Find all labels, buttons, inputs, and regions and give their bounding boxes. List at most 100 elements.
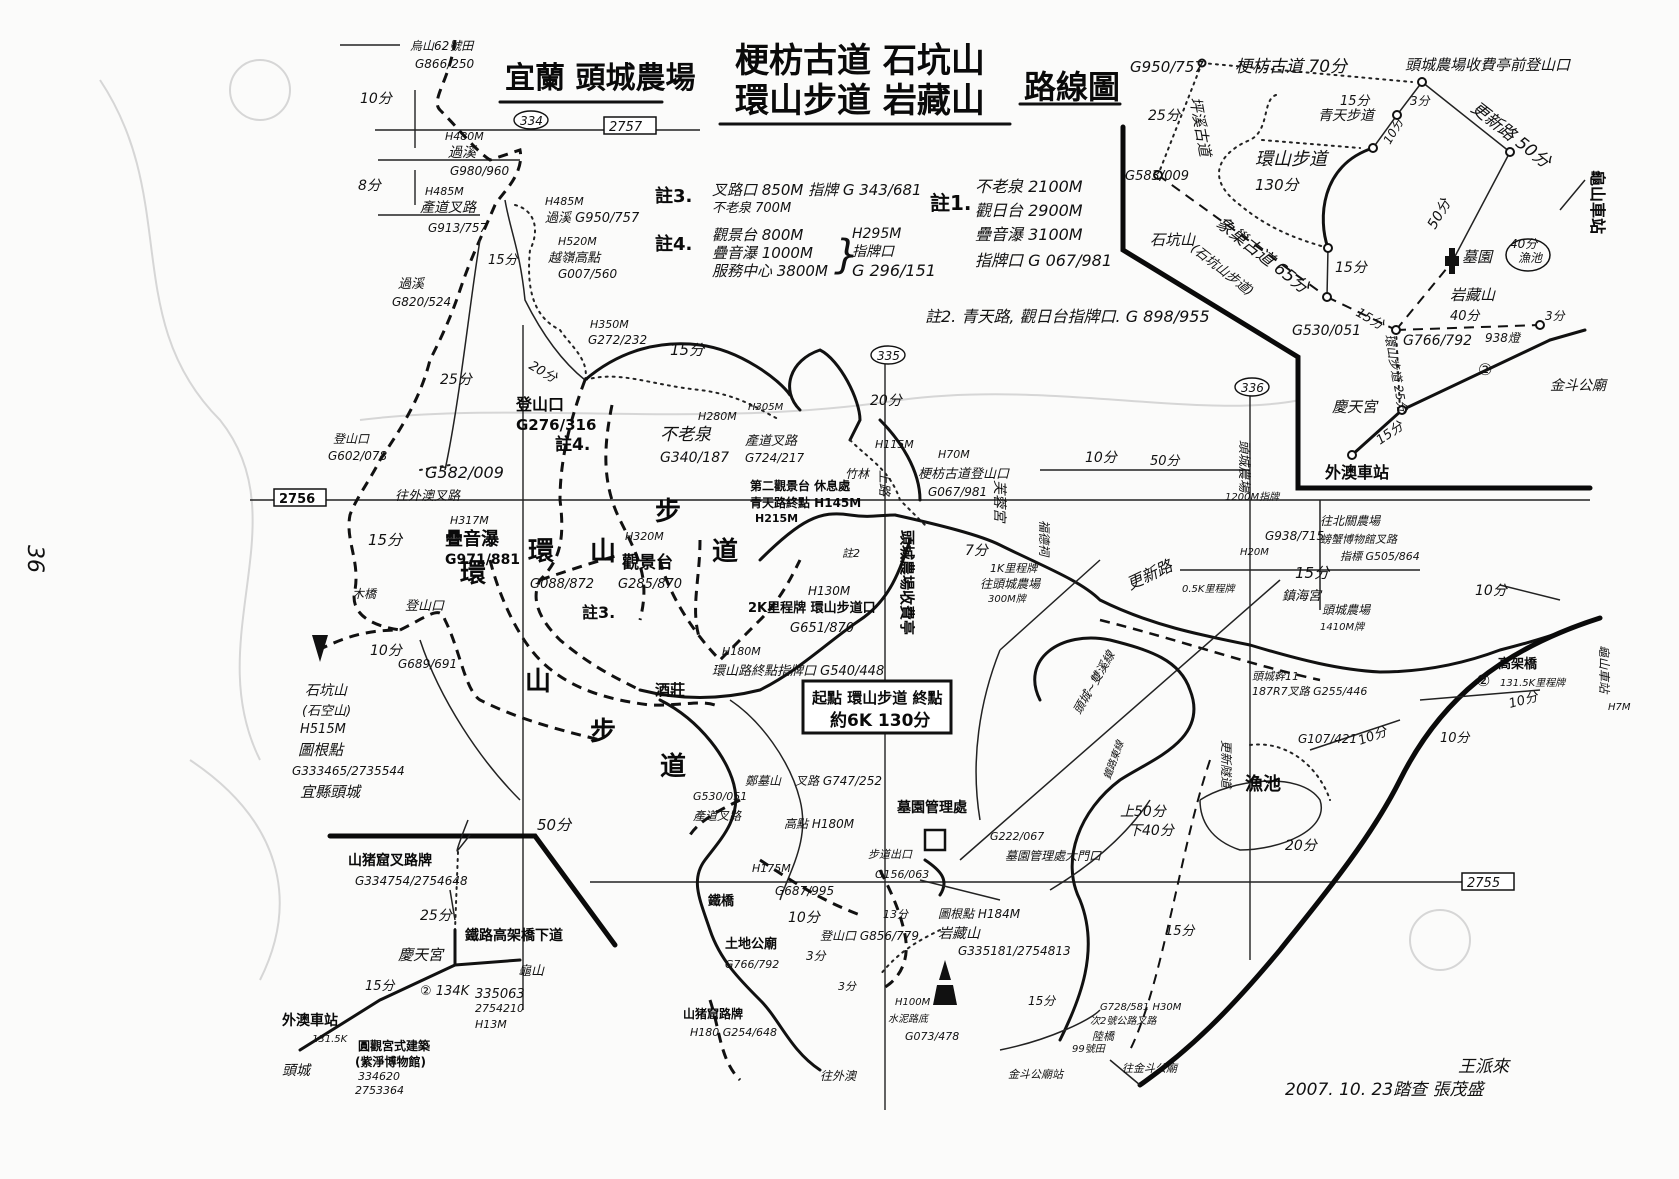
map-label-m61: 不老泉 — [660, 425, 712, 445]
grid-ref-box-2755 — [1461, 872, 1515, 891]
inset-label-i11: 15分 — [1340, 94, 1371, 109]
map-label-m86: 觀景台 — [622, 552, 673, 573]
grid-ref-2755: 2755 — [1467, 876, 1500, 891]
note4-line2: 疊音瀑 1000M — [712, 244, 813, 262]
map-label-m167: G728/581 H30M — [1100, 1002, 1182, 1013]
map-label-m126: 墓園管理處大門口 — [1005, 849, 1102, 863]
map-label-m149: 頭城幹11 — [1252, 670, 1299, 683]
map-label-m154: 龜山車站 — [1597, 645, 1611, 695]
route-summary-box: 起點 環山步道 終點 約6K 130分 — [801, 679, 953, 735]
inset-label-i28: ② — [1478, 360, 1492, 379]
map-label-m67: 20分 — [870, 393, 904, 409]
map-label-m50: 131.5K — [312, 1034, 349, 1045]
inset-label-i23: 50分 — [1425, 195, 1456, 232]
map-label-m9: 產道叉路 — [420, 200, 477, 216]
map-label-m85: H320M — [625, 530, 664, 543]
map-label-m106: 環山路終點指牌口 G540/448 — [712, 664, 884, 679]
map-label-m128: 岩藏山 — [938, 926, 981, 942]
inset-label-i24: 岩藏山 — [1450, 286, 1496, 304]
map-label-m30: 木橋 — [352, 587, 378, 601]
inset-routes — [1153, 58, 1587, 460]
map-label-m40: 50分 — [537, 816, 573, 834]
map-label-m57: 334620 — [358, 1070, 400, 1083]
map-label-m3: 10分 — [360, 91, 394, 107]
map-label-m8: H485M — [425, 185, 464, 198]
map-label-m101: 環 — [460, 559, 487, 589]
inset-label-i25: 40分 — [1450, 309, 1481, 324]
map-label-m21: G272/232 — [588, 333, 647, 347]
map-label-m56: (紫淨博物館) — [355, 1054, 426, 1069]
map-label-m44: 鐵路高架橋下道 — [465, 927, 563, 944]
map-label-m43: 25分 — [420, 908, 454, 924]
map-label-m82: 疊音瀑 — [445, 528, 500, 550]
summary-line1: 起點 環山步道 終點 — [811, 689, 942, 707]
note1-line2: 觀日台 2900M — [975, 201, 1083, 220]
map-label-m96: 往頭城農場 — [980, 577, 1042, 591]
map-label-m80: 道 — [712, 536, 738, 567]
map-label-m66: G724/217 — [745, 451, 805, 465]
summary-line2: 約6K 130分 — [830, 710, 930, 731]
map-label-m108: 鄭墓山 — [745, 774, 782, 788]
map-label-m114: G687/995 — [775, 884, 834, 898]
surveyor-name: 王派來 — [1458, 1057, 1511, 1077]
map-label-m71: H70M — [938, 448, 970, 461]
inset-label-i4: 更新路 50分 — [1467, 98, 1556, 174]
grid-ref-336: 336 — [1241, 381, 1264, 395]
note4-right2: 指牌口 — [852, 244, 895, 260]
map-label-m12: 過溪 G950/757 — [545, 211, 640, 226]
map-label-m84: G088/872 — [530, 577, 594, 592]
map-label-m39: 宜縣頭城 — [300, 783, 362, 801]
map-label-m60: H280M — [698, 410, 737, 423]
map-label-m77: 環 — [528, 537, 555, 567]
map-label-m13: H520M — [558, 235, 597, 248]
map-label-m107: 酒莊 — [655, 681, 685, 699]
note1-line4: 指牌口 G 067/981 — [975, 251, 1112, 270]
inset-frame — [1120, 124, 1593, 491]
map-label-m47: ② 134K — [420, 984, 471, 999]
grid-ref-oval-334 — [513, 110, 549, 130]
map-label-m93: 頭城農場收費亭 — [898, 530, 916, 635]
map-label-m132: G073/478 — [905, 1030, 959, 1043]
map-label-m41: 山猪窟叉路牌 — [348, 852, 432, 869]
map-label-m79: 步 — [655, 496, 681, 527]
inset-label-i31: 龜山車站 — [1588, 170, 1607, 234]
map-label-m95: 1K里程牌 — [990, 562, 1039, 575]
map-label-m170: 99號田 — [1072, 1043, 1106, 1055]
map-label-m120: 登山口 G856/779 — [820, 929, 919, 943]
map-label-m35: (石空山) — [302, 704, 351, 719]
map-label-m169: 陸橋 — [1092, 1030, 1116, 1043]
inset-label-i2: 梗枋古道 70分 — [1235, 57, 1349, 77]
map-label-m165: 頭城~雙溪線 — [1070, 647, 1118, 716]
map-label-m87: G285/870 — [618, 577, 682, 592]
map-label-m19: 25分 — [440, 372, 474, 388]
map-label-m29: 15分 — [368, 531, 404, 549]
map-label-m17: 過溪 — [398, 277, 426, 292]
map-label-m68: 竹林 — [845, 467, 871, 481]
map-label-m162: 上50分 — [1120, 804, 1168, 820]
map-label-m143: 螃蟹博物館叉路 — [1320, 533, 1398, 546]
map-label-m140: G938/715 — [1265, 529, 1324, 543]
map-label-m31: 登山口 — [405, 599, 445, 614]
map-label-m136: 10分 — [1085, 450, 1119, 466]
grid-ref-oval-335 — [870, 345, 906, 365]
map-label-m20: H350M — [590, 318, 629, 331]
map-label-m175: 10分 — [1440, 731, 1471, 746]
note4-label: 註4. — [655, 233, 692, 255]
map-label-m58: 2753364 — [355, 1084, 404, 1097]
map-label-m150: 187R7叉路 G255/446 — [1252, 685, 1367, 698]
map-label-m166: 鐵路東線 — [1102, 738, 1127, 781]
inset-label-i15: 象巢古道 65分 — [1212, 213, 1314, 299]
map-label-m152: 高架橋 — [1498, 656, 1538, 672]
map-label-m55: 圓觀宮式建築 — [358, 1038, 431, 1053]
map-label-m115: 鐵橋 — [708, 893, 735, 909]
map-label-m144: 指標 G505/864 — [1340, 550, 1420, 563]
inset-label-i34: 40分 — [1510, 237, 1538, 251]
note4-brace: } — [834, 232, 859, 278]
map-label-m121: 13分 — [883, 908, 909, 921]
map-label-m153: 131.5K里程牌 — [1500, 677, 1567, 689]
grid-ref-box-2757 — [603, 116, 657, 135]
map-label-m104: 道 — [660, 751, 686, 782]
map-label-m122: 步道出口 — [868, 848, 913, 861]
map-label-m112: 高點 H180M — [784, 817, 855, 831]
